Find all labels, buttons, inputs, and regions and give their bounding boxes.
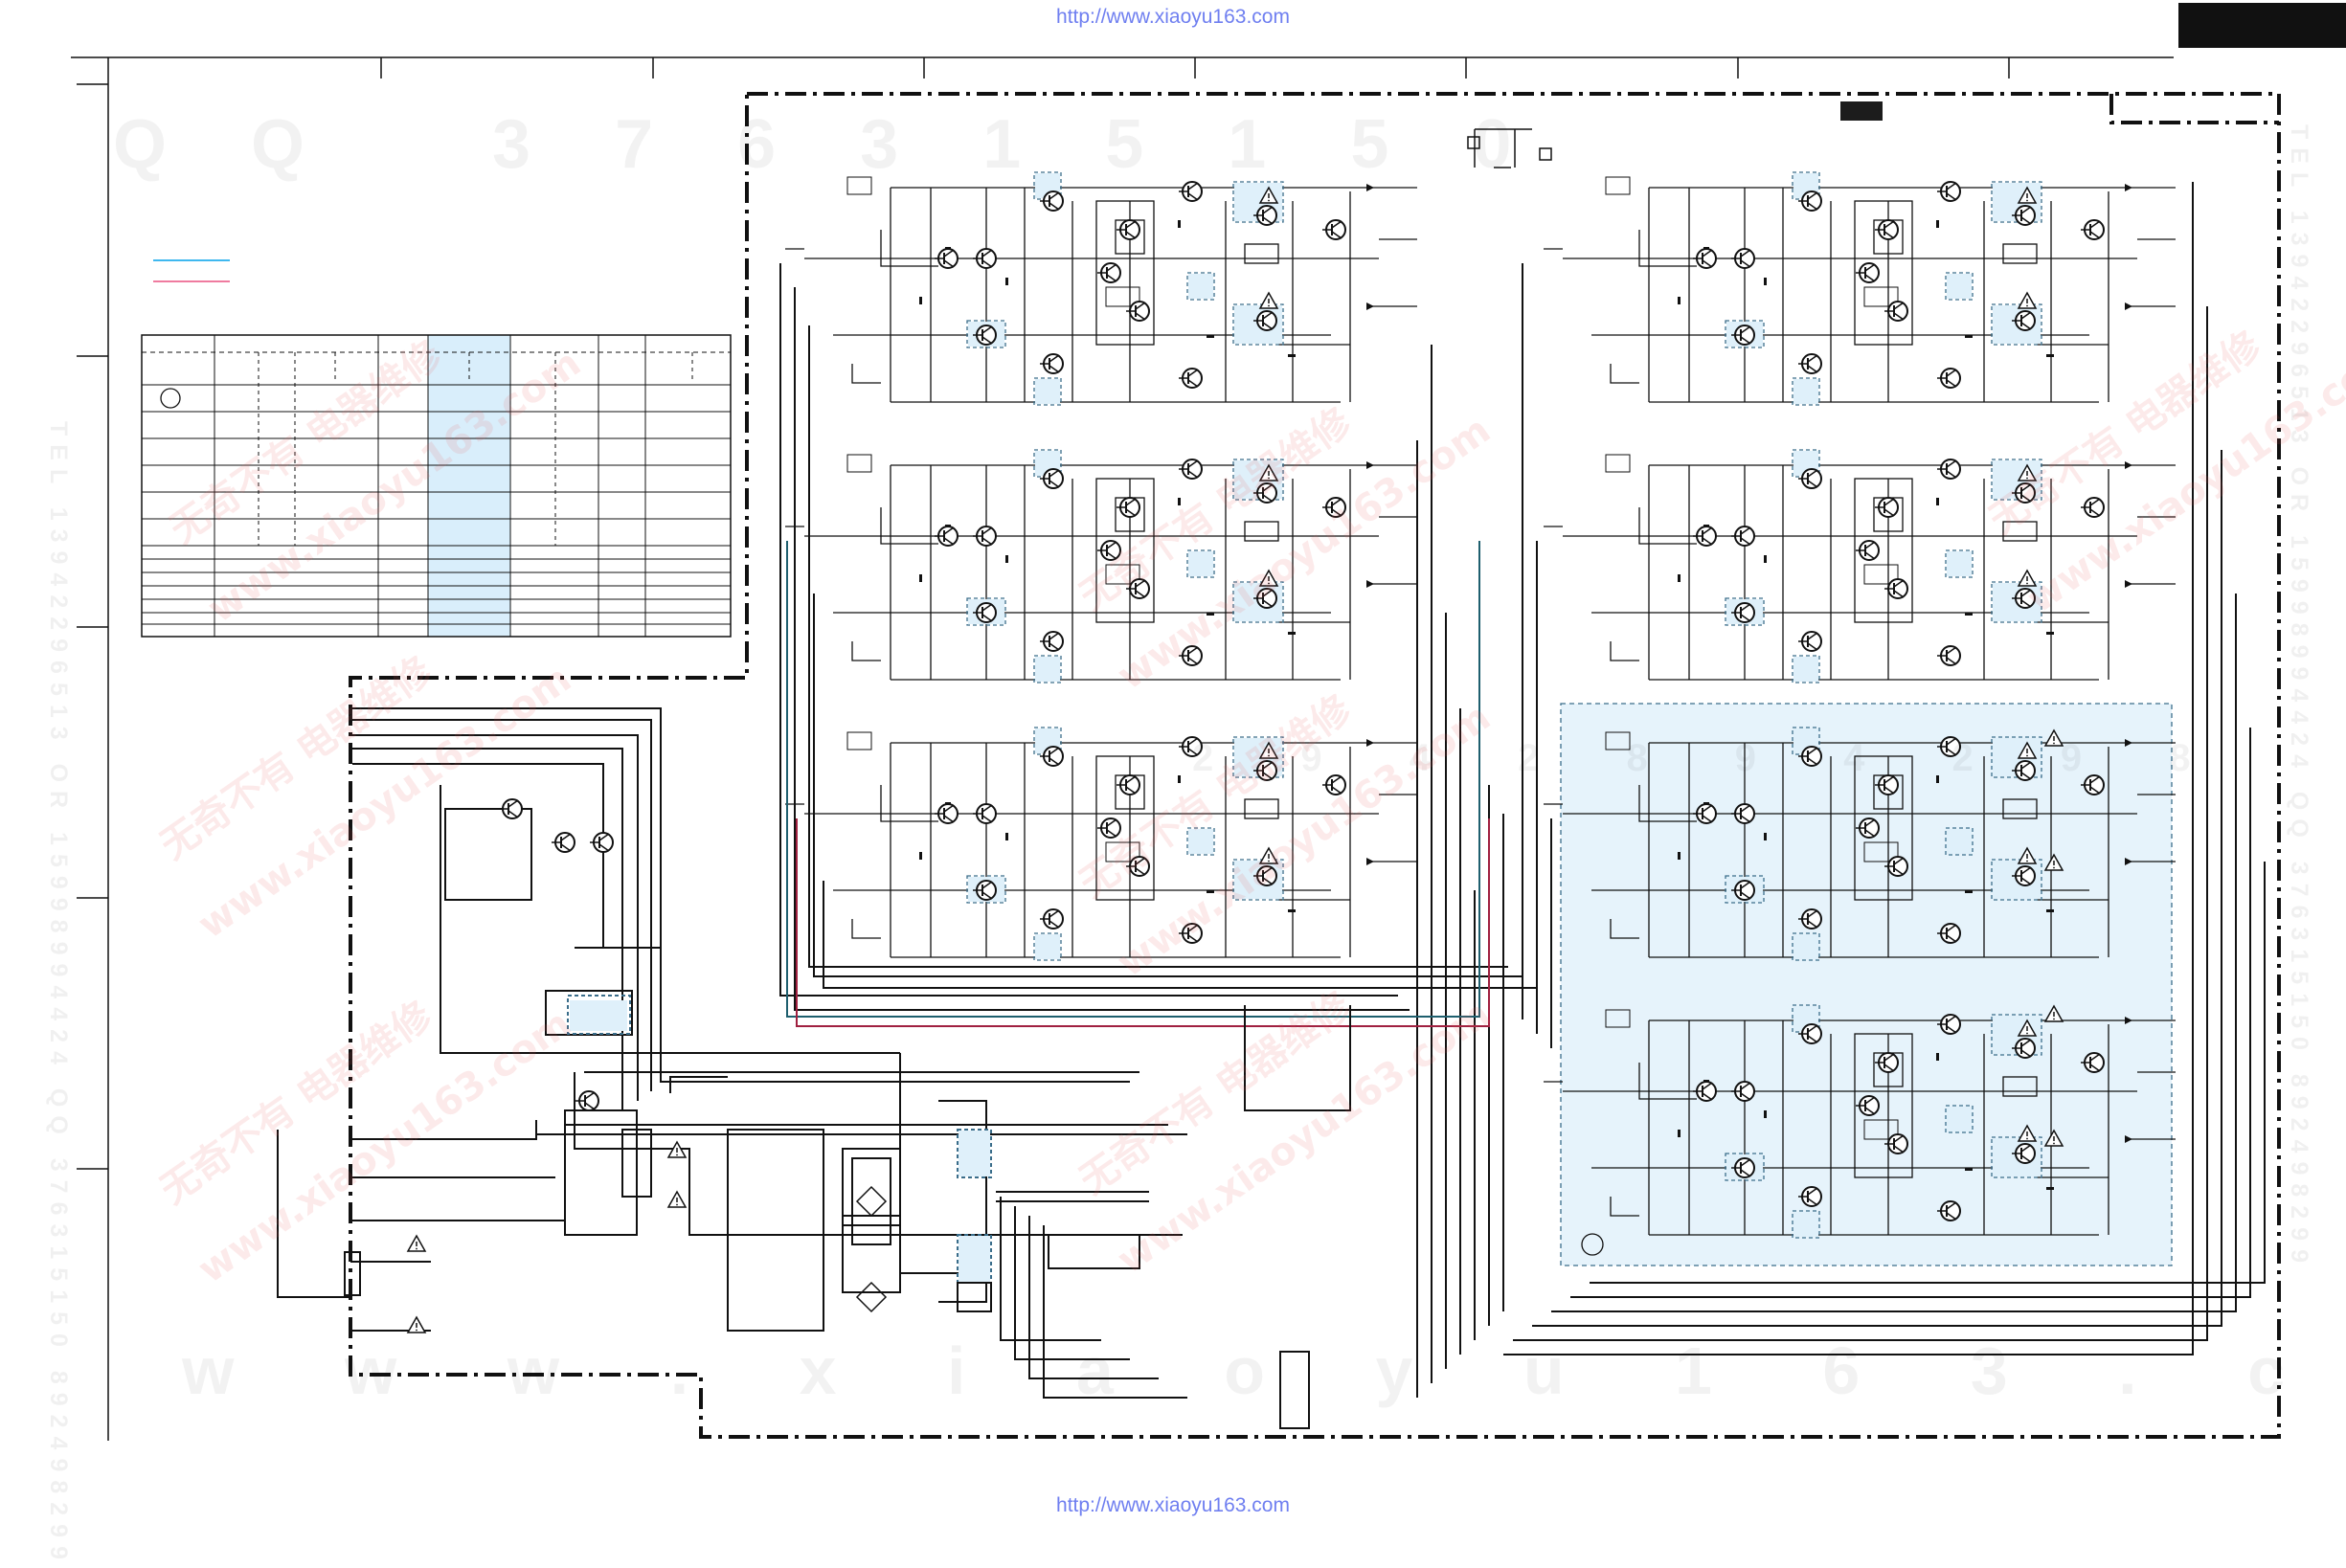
corner-block (2178, 3, 2346, 48)
component-table (141, 334, 732, 638)
sheet-frame (71, 56, 2174, 1441)
watermark-side-left: TEL 13942296513 OR 15998994424 QQ 376315… (45, 421, 72, 1568)
bus-wiring (779, 182, 2266, 1398)
circle-marker (1581, 1233, 1604, 1256)
transistor-symbol (589, 832, 614, 853)
board-outline (349, 92, 2281, 1439)
transistor-symbol (498, 798, 523, 819)
power-section (277, 707, 1351, 1429)
channel-block-2 (1544, 172, 2176, 405)
transistor-symbol (551, 832, 575, 853)
watermark-digits: 2 9 4 2 8 9 4 2 9 8 (1192, 737, 2229, 779)
source-url-bottom[interactable]: http://www.xiaoyu163.com (1056, 1494, 1290, 1516)
channel-block-1 (785, 172, 1417, 405)
watermark-side-right: TEL 13942296513 OR 15998994424 QQ 376315… (2286, 124, 2312, 1271)
bridge-rectifier-symbol (855, 1185, 888, 1313)
power-section-highlight (959, 1131, 990, 1282)
board-badge (1840, 101, 1883, 121)
highlight-region (1560, 703, 2173, 1266)
watermark-www: w w w . x i a o y u 1 6 3 . c o m (182, 1333, 2331, 1408)
transistor-symbol (575, 1090, 599, 1111)
schematic-sheet (71, 56, 2281, 1441)
source-url-top[interactable]: http://www.xiaoyu163.com (1056, 6, 1290, 28)
watermark-qq: Q Q 3 7 6 3 1 5 1 5 0 (113, 106, 1545, 183)
top-connectors (1467, 128, 1552, 168)
circle-marker (160, 388, 181, 409)
signal-wiring (786, 541, 1490, 1027)
